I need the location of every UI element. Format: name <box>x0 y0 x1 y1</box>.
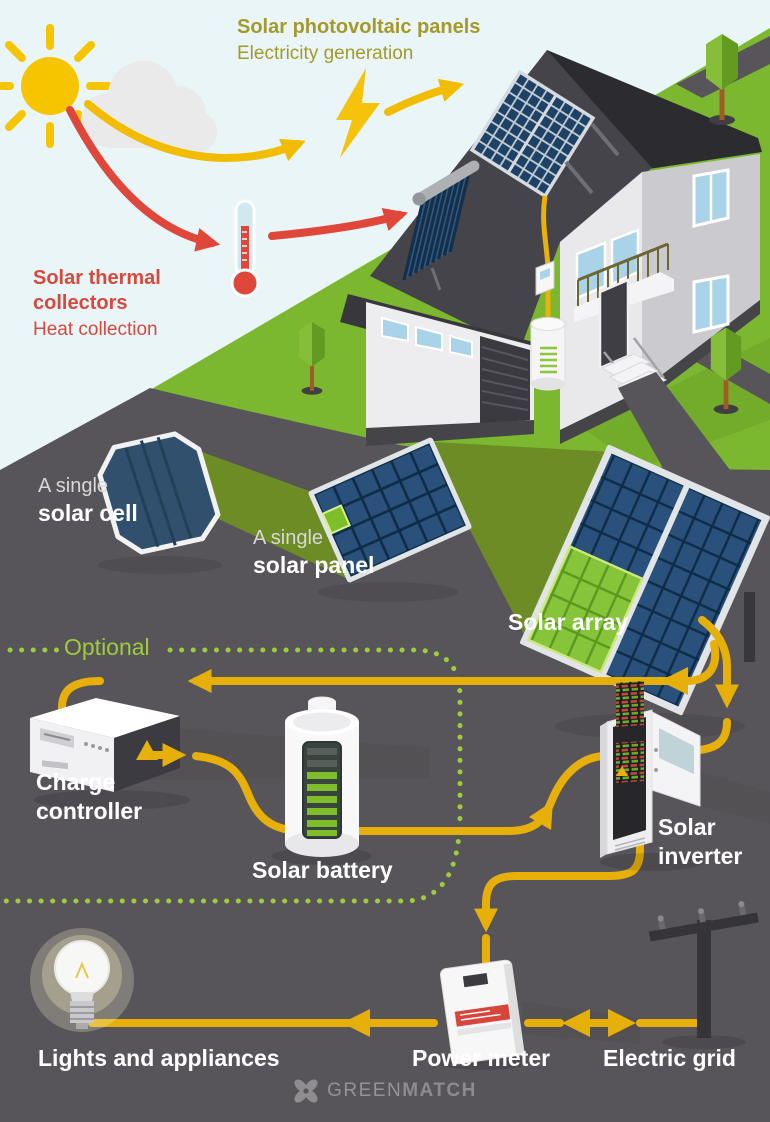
thermal-title-line2: collectors <box>33 291 128 314</box>
inverter-to-meter-line <box>474 794 644 933</box>
lightning-to-panel-arrow <box>384 78 465 116</box>
controller-to-battery-line <box>192 752 336 835</box>
sun-to-thermometer-arrow <box>66 106 221 252</box>
arrow-left-icon <box>342 1009 370 1037</box>
garage-shutter <box>480 336 530 424</box>
highlighted-panel <box>526 544 644 674</box>
solar-inverter-label-line2: inverter <box>658 842 743 869</box>
highlighted-cell <box>321 504 352 535</box>
right-wall <box>642 154 760 390</box>
brand-match: MATCH <box>402 1080 477 1101</box>
shadow <box>34 790 190 810</box>
pv-panels-subtitle: Electricity generation <box>237 43 414 64</box>
cell-to-panel-beam <box>202 452 350 580</box>
thermal-title-line1: Solar thermal <box>33 267 161 289</box>
electric-grid-pole-icon <box>648 901 759 1038</box>
solar-inverter-label-line1: Solar <box>658 814 716 840</box>
solar-cell-label: A single solar cell <box>38 474 138 527</box>
solar-array-label: Solar array <box>508 609 629 635</box>
greenmatch-logo-icon <box>294 1079 318 1103</box>
thermal-collector-icon <box>402 160 480 291</box>
pv-panels-title: Solar photovoltaic panels <box>237 16 481 38</box>
charge-controller-label-line1: Charge <box>36 769 116 795</box>
roof-right-face <box>547 50 762 170</box>
inverter-icon <box>600 680 701 858</box>
arrow-right-icon <box>608 1009 636 1037</box>
solar-cell-icon <box>97 431 221 555</box>
battery-level <box>307 748 337 836</box>
cloud-icon <box>81 61 217 152</box>
panel-to-array-beam <box>434 442 612 638</box>
solar-panel-label-line1: A single <box>253 527 324 549</box>
thermometer-icon <box>230 199 260 298</box>
walkway-stairs <box>618 372 730 470</box>
right-wall-windows <box>692 168 730 334</box>
lights-label: Lights and appliances <box>38 1045 280 1071</box>
array-post <box>744 592 755 662</box>
thermometer-to-collector-arrow <box>268 207 409 240</box>
solar-panel-label: A single solar panel <box>253 526 374 579</box>
optional-border <box>0 647 463 904</box>
charge-controller-icon <box>30 698 180 792</box>
battery-to-inverter-line <box>352 752 610 835</box>
charge-controller-label-line2: controller <box>36 797 143 824</box>
solar-cell-label-line1: A single <box>38 475 109 497</box>
wall-meter-box <box>535 260 555 296</box>
house-illustration <box>340 50 762 470</box>
arrow-left-icon <box>660 667 688 695</box>
flow-arrowheads <box>342 667 688 1037</box>
shadow <box>600 853 704 871</box>
array-to-inverter-line <box>698 616 739 709</box>
solar-panel-label-line2: solar panel <box>253 551 375 578</box>
solar-panel-icon <box>308 437 472 583</box>
brand-green: GREEN <box>327 1080 403 1101</box>
garage-windows <box>381 316 473 359</box>
solar-cell-label-line2: solar cell <box>38 499 138 526</box>
light-bulb-icon <box>30 928 134 1032</box>
front-wall-plinth <box>560 390 642 444</box>
tree-icon <box>706 34 738 125</box>
sun-to-lightning-arrow <box>84 100 306 162</box>
thermal-subtitle: Heat collection <box>33 319 158 340</box>
front-door <box>598 278 630 370</box>
electric-grid-label: Electric grid <box>603 1045 736 1071</box>
cell-shadow <box>98 556 222 574</box>
tree-icon <box>710 327 742 414</box>
solar-array-icon <box>520 444 770 716</box>
lightning-icon <box>336 68 380 158</box>
optional-label: Optional <box>64 634 150 660</box>
panel-shadow <box>318 582 458 602</box>
warning-icon <box>616 766 628 776</box>
shadow-band <box>700 772 770 824</box>
brand-text: GREENMATCH <box>327 1080 477 1102</box>
tree-icon <box>299 322 325 395</box>
solar-battery-label: Solar battery <box>252 857 393 883</box>
garage-plinth <box>366 420 534 446</box>
thermal-title: Solar thermal collectors <box>33 266 161 316</box>
arrow-left-icon <box>562 1009 590 1037</box>
right-wall-plinth <box>642 300 760 404</box>
water-heater-icon <box>530 317 566 391</box>
shadow <box>662 1035 746 1049</box>
arrow-up-right-icon <box>529 801 553 830</box>
charge-controller-label: Charge controller <box>36 768 142 826</box>
power-meter-icon <box>439 959 525 1065</box>
battery-icon <box>285 696 359 857</box>
power-meter-label: Power meter <box>412 1045 551 1071</box>
solar-inverter-label: Solar inverter <box>658 813 742 871</box>
footer-brand: GREENMATCH <box>0 1078 770 1104</box>
